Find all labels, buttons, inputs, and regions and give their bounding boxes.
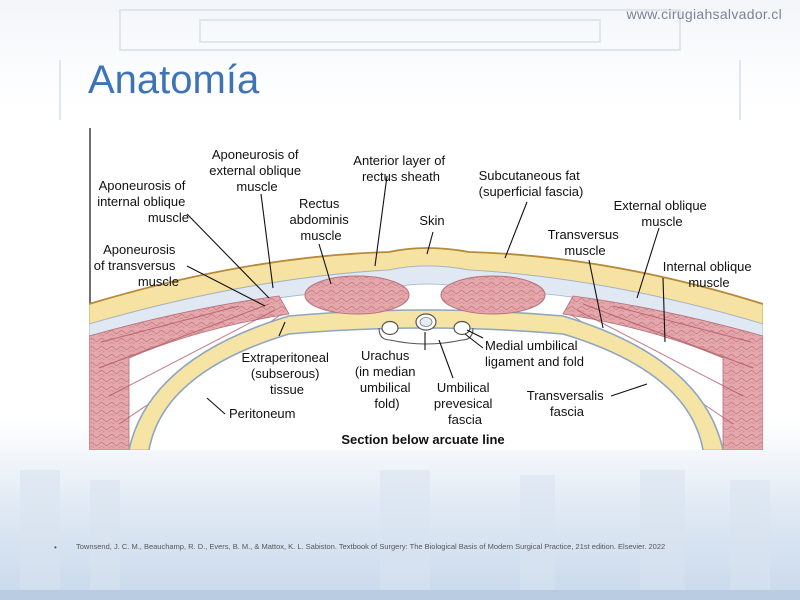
anatomy-figure: Aponeurosis of external oblique muscle A… — [89, 128, 763, 450]
label-aponeurosis-internal-oblique: Aponeurosis of internal oblique muscle — [97, 178, 189, 225]
site-url: www.cirugiahsalvador.cl — [626, 6, 782, 22]
label-subcutaneous-fat: Subcutaneous fat (superficial fascia) — [479, 168, 584, 199]
figure-caption: Section below arcuate line — [341, 432, 504, 447]
abdominal-wall-section-diagram: Aponeurosis of external oblique muscle A… — [89, 128, 763, 450]
label-medial-umbilical: Medial umbilical ligament and fold — [485, 338, 584, 369]
right-flank-muscles — [562, 295, 763, 450]
transversalis-fascia-line — [128, 309, 724, 450]
label-anterior-layer-rectus-sheath: Anterior layer of rectus sheath — [353, 153, 448, 184]
citation-bullet: • — [54, 543, 57, 552]
label-transversus: Transversus muscle — [548, 227, 623, 258]
right-flank-striations — [572, 303, 754, 425]
left-flank-striations — [98, 303, 280, 425]
rectus-abdominis-left — [304, 275, 410, 315]
urachus-lumen — [419, 317, 433, 327]
label-urachus: Urachus (in median umbilical fold) — [355, 348, 419, 411]
skin-line — [89, 247, 763, 305]
label-aponeurosis-external-oblique: Aponeurosis of external oblique muscle — [209, 147, 304, 194]
citation-text: Townsend, J. C. M., Beauchamp, R. D., Ev… — [76, 542, 666, 551]
label-aponeurosis-transversus: Aponeurosis of transversus muscle — [94, 242, 179, 289]
label-extraperitoneal: Extraperitoneal (subserous) tissue — [241, 350, 332, 397]
rectus-abdominis-right — [440, 275, 546, 315]
label-transversalis: Transversalis fascia — [527, 388, 607, 419]
label-internal-oblique: Internal oblique muscle — [663, 259, 756, 290]
label-skin: Skin — [419, 213, 444, 228]
leader-lines — [186, 175, 666, 415]
label-rectus-abdominis: Rectus abdominis muscle — [290, 196, 353, 243]
label-umbilical-prevesical: Umbilical prevesical fascia — [434, 380, 496, 427]
medial-umbilical-ligament-left — [381, 320, 399, 336]
left-flank-muscles — [89, 295, 290, 450]
label-peritoneum: Peritoneum — [229, 406, 295, 421]
medial-umbilical-ligament-right — [453, 320, 471, 336]
label-external-oblique: External oblique muscle — [614, 198, 711, 229]
extraperitoneal-tissue — [128, 309, 724, 450]
slide-title: Anatomía — [88, 58, 260, 102]
